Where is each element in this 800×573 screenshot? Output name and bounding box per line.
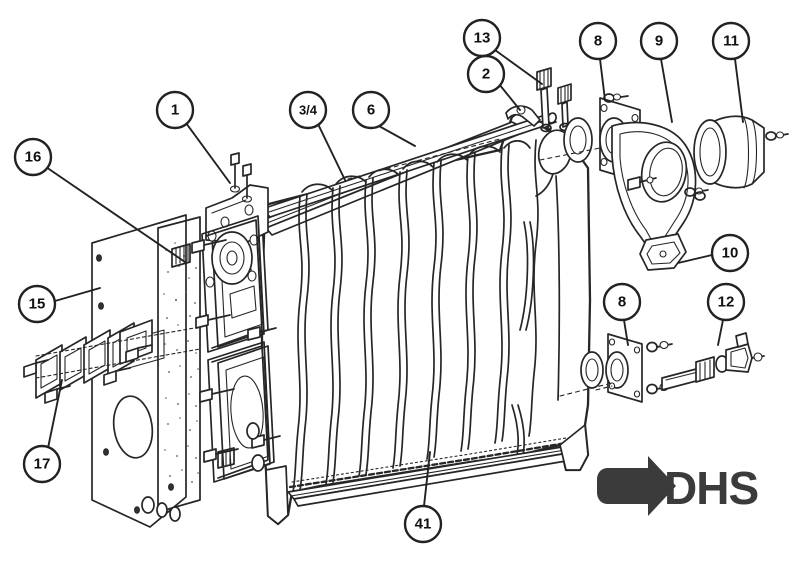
thermostat-pocket-bolts bbox=[536, 67, 572, 133]
callout-label: 8 bbox=[594, 33, 602, 50]
door-gasket-rope bbox=[201, 215, 271, 483]
callout-label: 9 bbox=[655, 33, 663, 50]
bottom-seal-rope bbox=[288, 441, 568, 489]
callout-leaders bbox=[45, 49, 744, 507]
callout-10[interactable]: 10 bbox=[710, 233, 750, 273]
callout-label: 41 bbox=[415, 516, 432, 533]
callout-41[interactable]: 41 bbox=[403, 504, 443, 544]
callout-label: 15 bbox=[29, 296, 46, 313]
callout-16[interactable]: 16 bbox=[13, 137, 53, 177]
section-tops bbox=[301, 140, 531, 193]
brand-name: DHS bbox=[664, 462, 758, 514]
alignment-lines bbox=[347, 138, 613, 397]
callout-label: 13 bbox=[474, 30, 491, 47]
plate-inspection-opening bbox=[112, 395, 154, 459]
callout-13[interactable]: 13 bbox=[462, 18, 502, 58]
top-left-mounting-bracket bbox=[205, 184, 269, 288]
lower-return-assembly bbox=[580, 332, 765, 403]
burner-assembly bbox=[563, 93, 789, 271]
flue-collar-ring bbox=[693, 115, 789, 201]
callout-label: 12 bbox=[718, 294, 735, 311]
callout-label: 1 bbox=[171, 102, 179, 119]
callout-9[interactable]: 9 bbox=[639, 21, 679, 61]
rear-panel-assembly bbox=[91, 214, 201, 528]
callout-label: 11 bbox=[723, 33, 739, 50]
clip-fastener-set bbox=[23, 319, 201, 404]
callout-17[interactable]: 17 bbox=[22, 444, 62, 484]
burner-mounting-frame bbox=[611, 121, 709, 271]
callout-1[interactable]: 1 bbox=[155, 90, 195, 130]
brand-logo: DHS bbox=[597, 456, 759, 516]
callout-8-lower[interactable]: 8 bbox=[602, 282, 642, 322]
door-studs bbox=[141, 239, 281, 522]
callout-8-upper[interactable]: 8 bbox=[578, 21, 618, 61]
knurled-nut-lower bbox=[217, 447, 235, 469]
callout-15[interactable]: 15 bbox=[17, 284, 57, 324]
lower-flange-gasket bbox=[605, 333, 643, 403]
boiler-sections bbox=[292, 139, 539, 493]
callout-label: 6 bbox=[367, 102, 375, 119]
callout-label: 10 bbox=[722, 245, 739, 262]
arrow-right-in-rounded-rect-icon bbox=[597, 456, 676, 516]
callout-3-4[interactable]: 3/4 bbox=[288, 90, 328, 130]
drain-valve bbox=[725, 332, 765, 373]
cast-iron-sectional-block bbox=[205, 111, 592, 526]
hex-nuts-bottom bbox=[141, 422, 265, 522]
clip-studs bbox=[23, 344, 153, 404]
callout-2[interactable]: 2 bbox=[466, 54, 506, 94]
callout-label: 17 bbox=[34, 456, 51, 473]
callout-12[interactable]: 12 bbox=[706, 282, 746, 322]
callout-label: 3/4 bbox=[299, 103, 318, 118]
bracket-studs bbox=[229, 152, 253, 203]
pipe-nipple-set bbox=[646, 340, 729, 395]
callout-label: 8 bbox=[618, 294, 626, 311]
callout-label: 16 bbox=[25, 149, 42, 166]
callout-11[interactable]: 11 bbox=[711, 21, 751, 61]
callout-label: 2 bbox=[482, 66, 490, 83]
callout-6[interactable]: 6 bbox=[351, 90, 391, 130]
